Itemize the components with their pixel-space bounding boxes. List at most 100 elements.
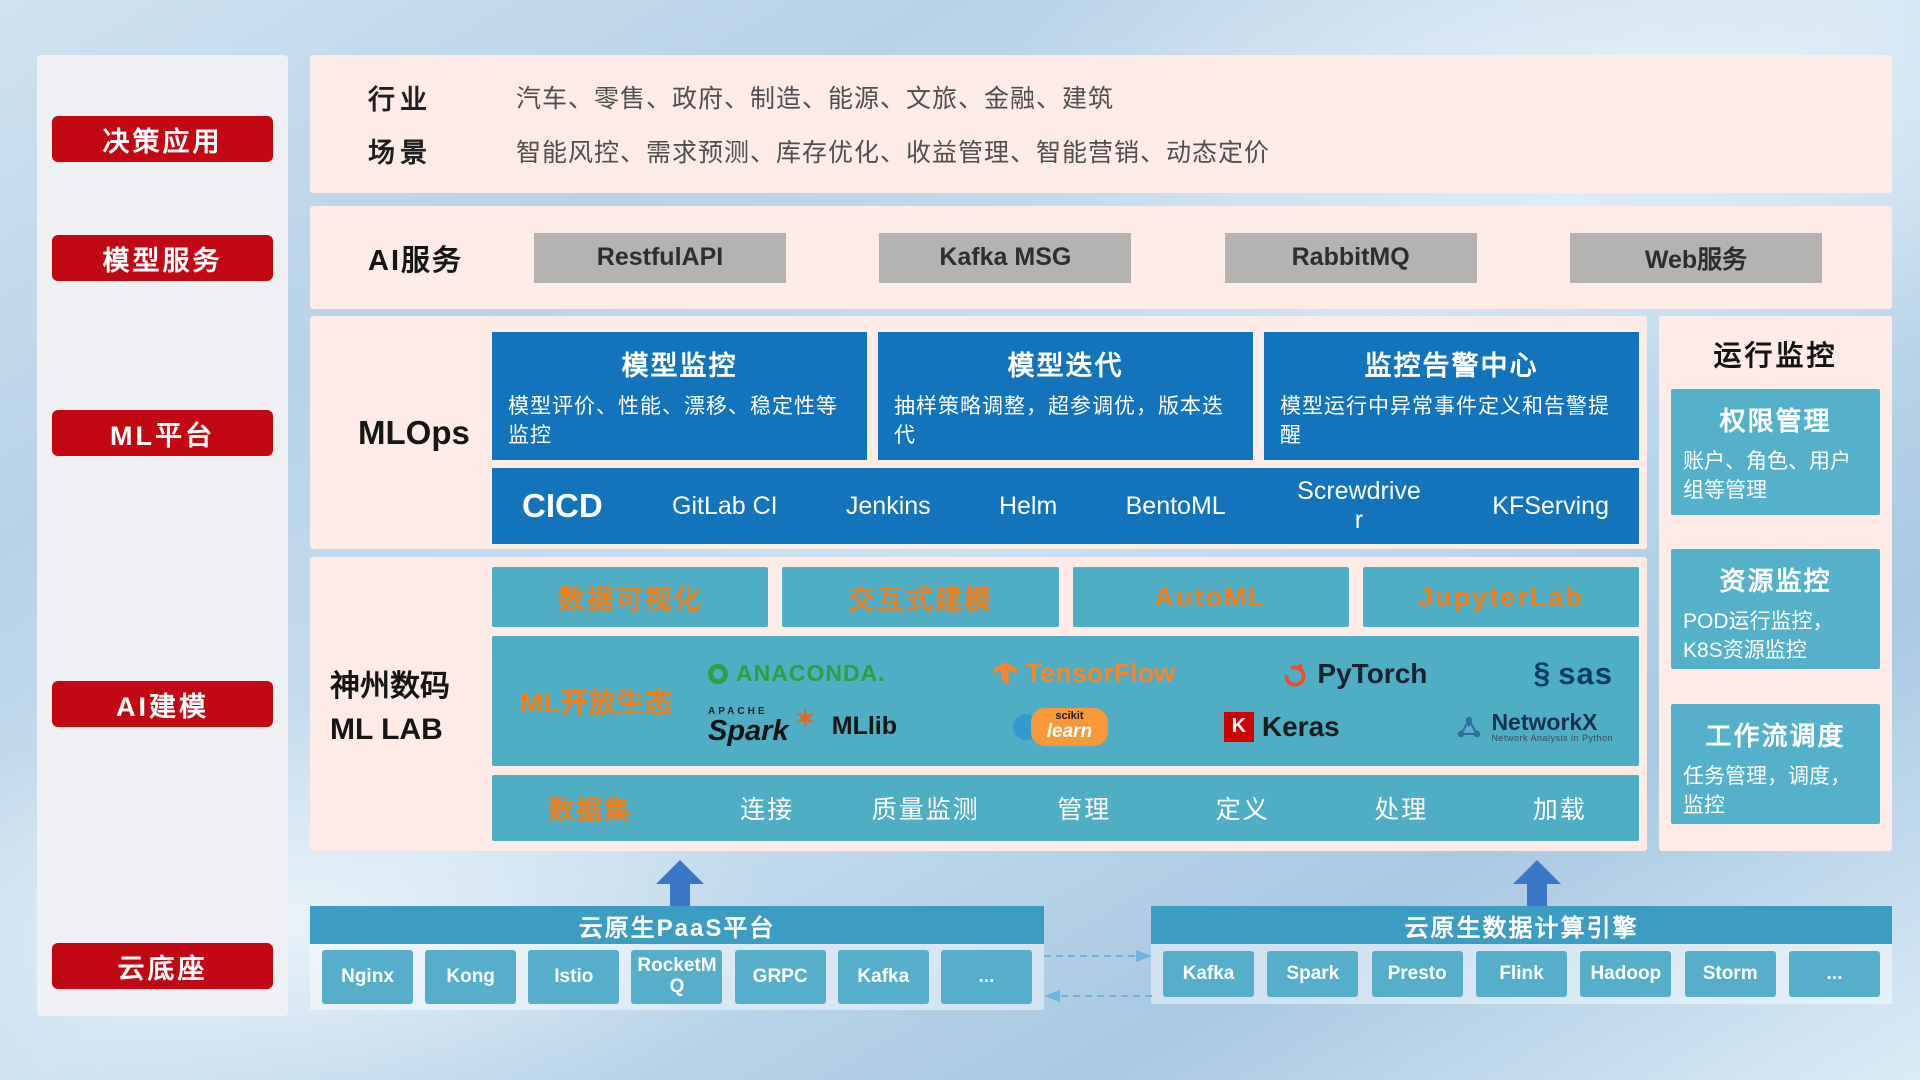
resource-monitoring-card: 资源监控 POD运行监控，K8S资源监控	[1671, 549, 1880, 669]
anaconda-text: ANACONDA.	[736, 660, 886, 687]
kafka-msg-button[interactable]: Kafka MSG	[879, 232, 1132, 283]
model-monitoring-card: 模型监控 模型评价、性能、漂移、稳定性等监控	[492, 332, 867, 460]
kafka-engine-button[interactable]: Kafka	[1163, 951, 1254, 997]
kong-button[interactable]: Kong	[425, 950, 517, 1004]
card-title: 监控告警中心	[1364, 351, 1539, 381]
paas-up-arrow-icon	[656, 860, 704, 906]
more-button[interactable]: ...	[940, 950, 1032, 1004]
hadoop-button[interactable]: Hadoop	[1580, 951, 1672, 997]
apache-text: APACHE	[708, 706, 768, 718]
grpc-button[interactable]: GRPC	[734, 950, 826, 1004]
networkx-icon	[1458, 716, 1481, 737]
runtime-monitor-panel: 运行监控 权限管理 账户、角色、用户组等管理 资源监控 POD运行监控，K8S资…	[1659, 316, 1892, 851]
sidebar-item-model-service[interactable]: 模型服务	[52, 235, 273, 281]
tool-automl[interactable]: AutoML	[1072, 567, 1349, 627]
spark-button[interactable]: Spark	[1267, 951, 1359, 997]
cicd-items: GitLab CI Jenkins Helm BentoML Screwdriv…	[672, 477, 1609, 535]
mllab-name-line1: 神州数码	[330, 670, 450, 703]
restfulapi-button[interactable]: RestfulAPI	[534, 232, 786, 283]
card-title: 资源监控	[1719, 566, 1832, 596]
mllab-name-line2: ML LAB	[330, 713, 443, 746]
dataset-row: 数据集 连接 质量监测 管理 定义 处理 加载	[492, 775, 1639, 841]
networkx-logo: NetworkX Network Analysis in Python	[1455, 710, 1613, 744]
card-desc: 账户、角色、用户组等管理	[1683, 450, 1851, 503]
pytorch-logo: PyTorch	[1281, 658, 1427, 690]
ml-ecosystem-label: ML开放生态	[520, 687, 673, 718]
workflow-scheduling-card: 工作流调度 任务管理，调度，监控	[1671, 704, 1880, 824]
dataset-item-load: 加载	[1532, 796, 1587, 824]
scikit-text: scikit	[1055, 709, 1084, 722]
web-service-button[interactable]: Web服务	[1569, 232, 1822, 283]
ecosystem-logos: ANACONDA. TensorFlow PyTorch	[690, 636, 1631, 766]
industry-label: 行业	[368, 84, 432, 115]
anaconda-logo: ANACONDA.	[708, 660, 886, 687]
paas-components: Nginx Kong Istio RocketMQ GRPC Kafka ...	[310, 944, 1044, 1010]
scikit-pill: scikit learn	[1030, 707, 1109, 746]
scikit-learn-logo: scikit learn	[1012, 707, 1109, 746]
sas-text: sas	[1558, 655, 1613, 691]
learn-text: learn	[1046, 720, 1093, 742]
sidebar-item-decision-apps[interactable]: 决策应用	[52, 116, 273, 162]
sas-icon	[1534, 657, 1551, 691]
networkx-wordmark: NetworkX Network Analysis in Python	[1491, 710, 1613, 744]
tool-data-visualization[interactable]: 数据可视化	[492, 567, 769, 627]
card-title: 模型监控	[621, 351, 738, 381]
scene-line: 场景 智能风控、需求预测、库存优化、收益管理、智能营销、动态定价	[368, 131, 1872, 170]
storm-button[interactable]: Storm	[1684, 951, 1776, 997]
networkx-text: NetworkX	[1491, 709, 1598, 736]
pytorch-icon	[1284, 663, 1306, 687]
kafka-button[interactable]: Kafka	[837, 950, 929, 1004]
spark-wordmark: APACHE Spark	[708, 707, 789, 746]
pytorch-text: PyTorch	[1317, 657, 1428, 689]
cicd-item-bentoml: BentoML	[1125, 491, 1226, 520]
card-desc: 模型运行中异常事件定义和告警提醒	[1280, 395, 1610, 448]
cicd-label: CICD	[522, 487, 603, 524]
industry-line: 行业 汽车、零售、政府、制造、能源、文旅、金融、建筑	[368, 78, 1872, 117]
alert-center-card: 监控告警中心 模型运行中异常事件定义和告警提醒	[1264, 332, 1639, 460]
mlops-label: MLOps	[358, 413, 470, 451]
card-desc: 任务管理，调度，监控	[1683, 765, 1851, 818]
sidebar-item-ml-platform[interactable]: ML平台	[52, 410, 273, 456]
mllab-panel: 神州数码 ML LAB 数据可视化 交互式建模 AutoML JupyterLa…	[310, 557, 1647, 851]
ai-service-label: AI服务	[368, 244, 464, 277]
ml-ecosystem-box: ML开放生态 ANACONDA. TensorFlow	[492, 636, 1639, 766]
mllab-name: 神州数码 ML LAB	[330, 557, 490, 851]
ai-service-panel: AI服务 RestfulAPI Kafka MSG RabbitMQ Web服务	[310, 206, 1892, 309]
model-iteration-card: 模型迭代 抽样策略调整，超参调优，版本迭代	[878, 332, 1253, 460]
engine-components: Kafka Spark Presto Flink Hadoop Storm ..…	[1151, 944, 1892, 1004]
dataset-label: 数据集	[547, 794, 632, 825]
ai-service-buttons: RestfulAPI Kafka MSG RabbitMQ Web服务	[534, 232, 1822, 283]
paas-title-bar: 云原生PaaS平台	[310, 906, 1044, 944]
presto-button[interactable]: Presto	[1371, 951, 1463, 997]
sas-logo: sas	[1534, 656, 1613, 692]
keras-icon: K	[1223, 711, 1254, 742]
nginx-button[interactable]: Nginx	[322, 950, 413, 1004]
anaconda-icon	[708, 663, 728, 684]
card-desc: POD运行监控，K8S资源监控	[1683, 610, 1834, 663]
mlops-cards: 模型监控 模型评价、性能、漂移、稳定性等监控 模型迭代 抽样策略调整，超参调优，…	[492, 332, 1639, 460]
flink-button[interactable]: Flink	[1475, 951, 1567, 997]
rocketmq-button[interactable]: RocketMQ	[631, 950, 723, 1004]
tensorflow-icon	[992, 661, 1017, 686]
card-desc: 模型评价、性能、漂移、稳定性等监控	[508, 395, 838, 448]
istio-button[interactable]: Istio	[528, 950, 620, 1004]
cicd-item-gitlab-ci: GitLab CI	[672, 491, 778, 520]
sidebar-item-cloud-base[interactable]: 云底座	[52, 943, 273, 989]
dataset-item-connect: 连接	[740, 796, 795, 824]
networkx-subtitle: Network Analysis in Python	[1491, 733, 1613, 744]
industry-scene-panel: 行业 汽车、零售、政府、制造、能源、文旅、金融、建筑 场景 智能风控、需求预测、…	[310, 55, 1892, 193]
spark-star-icon	[793, 702, 818, 737]
rabbitmq-button[interactable]: RabbitMQ	[1224, 232, 1477, 283]
tool-jupyterlab[interactable]: JupyterLab	[1362, 567, 1639, 627]
mlops-panel: MLOps 模型监控 模型评价、性能、漂移、稳定性等监控 模型迭代 抽样策略调整…	[310, 316, 1647, 549]
tool-interactive-modeling[interactable]: 交互式建模	[782, 567, 1059, 627]
bidirectional-dashed-arrows-icon	[1044, 950, 1152, 1002]
more-engine-button[interactable]: ...	[1788, 951, 1880, 997]
logo-row-2: APACHE Spark MLlib scikit learn	[698, 707, 1623, 746]
sidebar-item-ai-modeling[interactable]: AI建模	[52, 681, 273, 727]
dataset-item-process: 处理	[1374, 796, 1429, 824]
mllab-content: 数据可视化 交互式建模 AutoML JupyterLab ML开放生态 ANA…	[492, 567, 1639, 841]
logo-row-1: ANACONDA. TensorFlow PyTorch	[698, 656, 1623, 692]
dataset-item-manage: 管理	[1057, 796, 1112, 824]
